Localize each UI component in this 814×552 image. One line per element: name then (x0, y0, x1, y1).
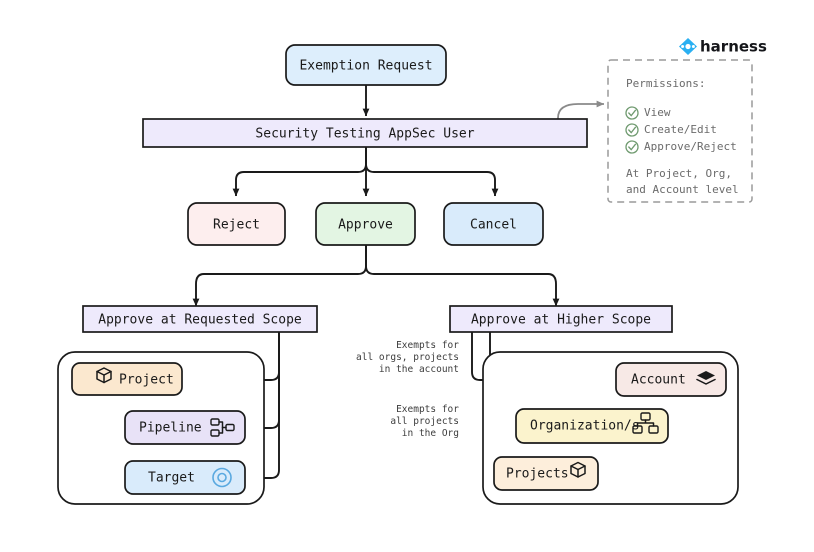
hierarchy-icon (632, 412, 659, 434)
node-label: Approve (338, 218, 393, 233)
node-cancel[interactable]: Cancel (443, 202, 544, 246)
annotation-line: all orgs, projects (356, 352, 459, 363)
annotation-line: Exempts for (396, 404, 459, 415)
node-target[interactable]: Target (124, 460, 246, 495)
node-label: Cancel (470, 218, 517, 233)
permission-label: Create/Edit (644, 123, 717, 136)
annotation-line: in the Org (402, 428, 459, 439)
permission-label: Approve/Reject (644, 140, 737, 153)
check-circle-icon (628, 109, 637, 117)
harness-diamond-logo (679, 38, 697, 55)
node-label: Pipeline (139, 421, 202, 436)
header-approve-at-requested-scope[interactable]: Approve at Requested Scope (82, 305, 318, 333)
permissions-footnote-line2: and Account level (626, 183, 739, 196)
annotation-exempts-account: Exempts for all orgs, projects in the ac… (356, 340, 459, 375)
node-label: Exemption Request (299, 59, 432, 74)
node-label: Projects (506, 467, 569, 482)
annotation-line: all projects (390, 416, 459, 427)
node-reject[interactable]: Reject (187, 202, 286, 246)
node-project[interactable]: Project (71, 362, 183, 396)
cube-icon (96, 367, 112, 384)
node-approve[interactable]: Approve (315, 202, 416, 246)
permissions-footnote-line1: At Project, Org, (626, 167, 732, 180)
annotation-exempts-org: Exempts for all projects in the Org (390, 404, 459, 439)
target-circle-icon (212, 467, 232, 488)
node-exemption-request[interactable]: Exemption Request (285, 44, 447, 86)
check-circle-icon (628, 143, 637, 151)
node-label: Target (148, 471, 195, 486)
node-label: Project (119, 373, 174, 388)
node-label: Security Testing AppSec User (255, 127, 474, 142)
check-circle-icon (628, 126, 637, 134)
node-projects[interactable]: Projects (493, 456, 599, 491)
node-label: Approve at Higher Scope (471, 313, 651, 328)
edge-requested-scope-trunk (190, 332, 280, 482)
node-label: Account (631, 373, 686, 388)
cube-icon (570, 461, 586, 478)
edge-approve-to-scopes (192, 245, 560, 307)
harness-brand: harness (679, 38, 767, 56)
node-graph-icon (210, 418, 235, 437)
permission-item-view: View (625, 106, 671, 120)
permission-label: View (644, 106, 671, 119)
node-account[interactable]: Account (615, 362, 727, 397)
node-label: Organization/s (530, 419, 640, 434)
annotation-line: Exempts for (396, 340, 459, 351)
layers-icon (696, 371, 716, 385)
permissions-heading: Permissions: (626, 77, 705, 90)
node-pipeline[interactable]: Pipeline (124, 410, 246, 445)
annotation-line: in the account (379, 364, 459, 375)
edge-actor-to-actions (232, 147, 499, 197)
node-label: Reject (213, 218, 260, 233)
permissions-panel: Permissions: View Create/Edit Approve/Re… (607, 59, 753, 203)
node-label: Approve at Requested Scope (98, 313, 302, 328)
permission-item-create-edit: Create/Edit (625, 123, 717, 137)
header-approve-at-higher-scope[interactable]: Approve at Higher Scope (449, 305, 673, 333)
brand-name: harness (700, 38, 767, 56)
permission-item-approve-reject: Approve/Reject (625, 140, 737, 154)
node-organizations[interactable]: Organization/s (515, 408, 669, 444)
node-security-testing-appsec-user[interactable]: Security Testing AppSec User (142, 118, 588, 148)
